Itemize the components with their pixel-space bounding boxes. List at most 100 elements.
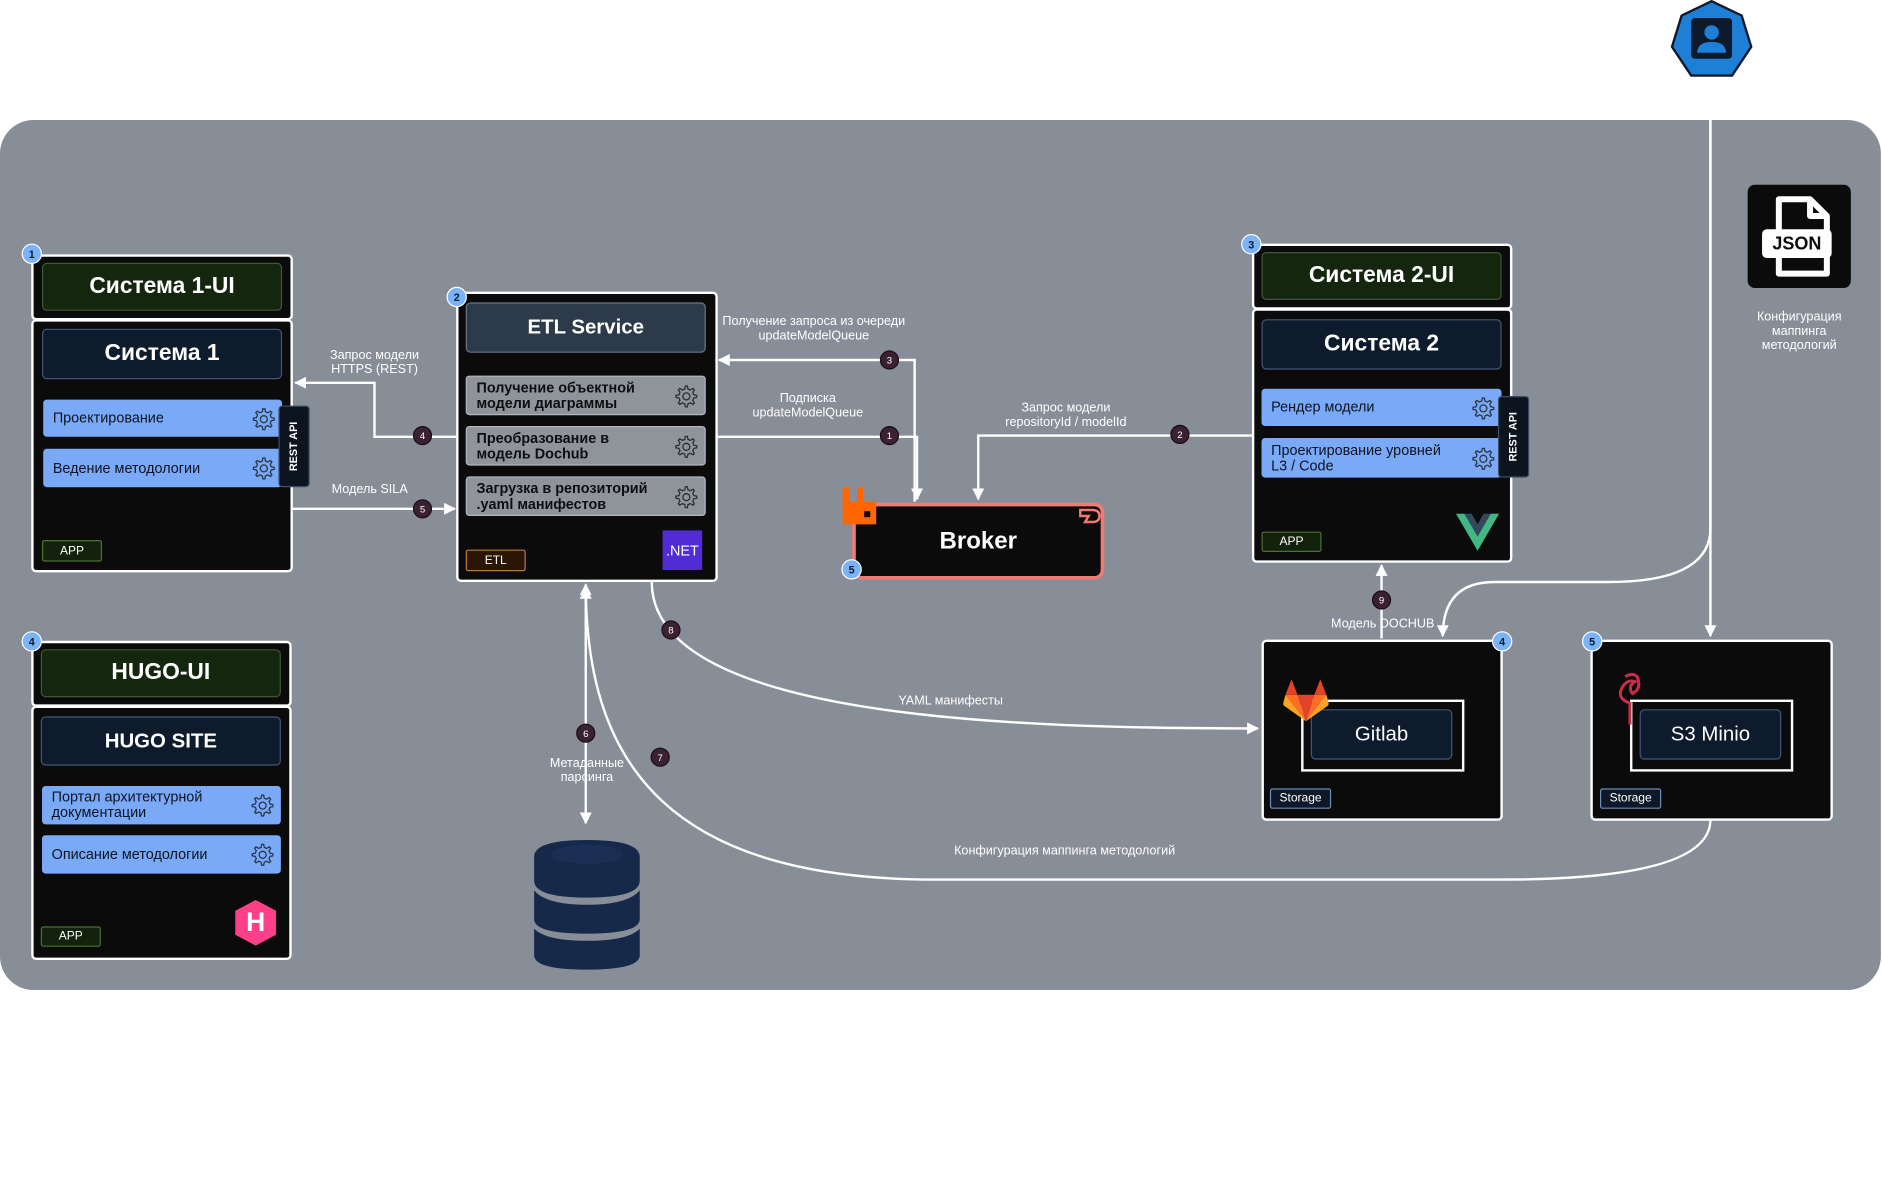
function-label: Портал архитектурной документации bbox=[51, 788, 203, 821]
edge-9-label: Модель DOCHUB bbox=[1331, 616, 1435, 632]
hugo-function-portal[interactable]: Портал архитектурной документации bbox=[42, 786, 281, 825]
step-5-marker: 5 bbox=[412, 499, 433, 519]
system2-function-render[interactable]: Рендер модели bbox=[1261, 388, 1502, 427]
edge-2-label: Запрос модели repositoryId / modelId bbox=[991, 401, 1140, 430]
edge-user-gitlab bbox=[1436, 120, 1712, 638]
system1-badge: 1 bbox=[21, 243, 43, 264]
etl-function-upload[interactable]: Загрузка в репозиторий .yaml манифестов bbox=[465, 476, 706, 516]
function-label: Ведение методологии bbox=[52, 459, 201, 476]
function-label: Проектирование bbox=[52, 409, 164, 427]
step-7-marker: 7 bbox=[650, 747, 670, 767]
step-8-marker: 8 bbox=[661, 620, 681, 640]
dotnet-icon: .NET bbox=[662, 530, 703, 570]
edge-5-label: Модель SILA bbox=[331, 482, 408, 497]
step-9-marker: 9 bbox=[1371, 590, 1392, 610]
gear-icon bbox=[251, 794, 274, 817]
edge-7-label: Конфигурация маппинга методологий bbox=[954, 843, 1176, 859]
edge-2-request bbox=[972, 434, 1254, 501]
system2-function-l3[interactable]: Проектирование уровней L3 / Code bbox=[1261, 438, 1502, 478]
function-label: Преобразование в модель Dochub bbox=[476, 429, 610, 462]
system2-ui-title[interactable]: Система 2-UI bbox=[1261, 252, 1502, 300]
json-caption: Конфигурация маппинга методологий bbox=[1745, 310, 1853, 353]
gear-icon bbox=[675, 384, 698, 407]
gear-icon bbox=[251, 843, 274, 866]
edge-8-label: YAML манифесты bbox=[898, 693, 1003, 708]
system2-title[interactable]: Система 2 bbox=[1261, 319, 1502, 370]
system1-function-design[interactable]: Проектирование bbox=[43, 399, 283, 437]
database-icon bbox=[534, 840, 640, 970]
edge-1-label: Подписка updateModelQueue bbox=[735, 391, 881, 420]
step-6-marker: 6 bbox=[576, 723, 596, 743]
edge-4-label-line: HTTPS (REST) bbox=[331, 362, 418, 377]
step-4-marker: 4 bbox=[412, 426, 433, 446]
minio-title[interactable]: S3 Minio bbox=[1639, 709, 1782, 760]
system1-ui-title[interactable]: Система 1-UI bbox=[42, 262, 283, 311]
hugo-app-tag: APP bbox=[40, 926, 101, 947]
broker-box[interactable]: Broker bbox=[852, 502, 1105, 580]
etl-function-get-model[interactable]: Получение объектной модели диаграммы bbox=[465, 375, 706, 416]
user-icon bbox=[1670, 0, 1753, 77]
vue-icon bbox=[1455, 513, 1500, 551]
function-label: Рендер модели bbox=[1271, 398, 1375, 416]
hugo-badge: 4 bbox=[21, 631, 43, 652]
gear-icon bbox=[252, 457, 275, 480]
edge-6-label-line: Метаданные bbox=[549, 756, 625, 771]
edge-3-label: Получение запроса из очереди updateModel… bbox=[715, 314, 912, 343]
step-3-marker: 3 bbox=[879, 350, 900, 370]
json-caption-line: методологий bbox=[1761, 338, 1837, 353]
gitlab-title[interactable]: Gitlab bbox=[1310, 709, 1453, 760]
json-icon-label: JSON bbox=[1772, 233, 1822, 254]
hugo-function-methodology[interactable]: Описание методологии bbox=[42, 835, 281, 874]
step-1-marker: 1 bbox=[879, 426, 900, 446]
edge-6-label: Метаданные парсинга bbox=[531, 756, 644, 785]
hugo-logo-letter: H bbox=[246, 907, 266, 938]
minio-icon bbox=[1618, 672, 1641, 725]
hugo-site-title[interactable]: HUGO SITE bbox=[40, 716, 281, 766]
gear-icon bbox=[1472, 447, 1495, 470]
edge-2-label-line: repositoryId / modelId bbox=[1005, 415, 1127, 430]
kafka-icon bbox=[1079, 508, 1101, 524]
system1-function-methodology[interactable]: Ведение методологии bbox=[43, 448, 283, 488]
system2-rest-api[interactable]: REST API bbox=[1497, 396, 1530, 478]
function-label: Получение объектной модели диаграммы bbox=[476, 378, 635, 412]
gear-icon bbox=[675, 435, 698, 458]
rest-api-label: REST API bbox=[288, 421, 301, 472]
edge-4-label: Запрос модели HTTPS (REST) bbox=[300, 348, 449, 377]
edge-3-label-line: Получение запроса из очереди bbox=[722, 314, 906, 329]
function-label: Загрузка в репозиторий .yaml манифестов bbox=[476, 479, 648, 512]
edge-3-label-line: updateModelQueue bbox=[758, 328, 870, 344]
gear-icon bbox=[675, 485, 698, 508]
step-2-marker: 2 bbox=[1170, 424, 1190, 445]
function-label: Описание методологии bbox=[51, 845, 208, 863]
function-label: Проектирование уровней L3 / Code bbox=[1271, 441, 1441, 474]
json-file-icon: JSON bbox=[1747, 184, 1851, 288]
etl-tag: ETL bbox=[465, 549, 526, 572]
system1-title[interactable]: Система 1 bbox=[42, 328, 283, 380]
etl-title[interactable]: ETL Service bbox=[465, 302, 706, 353]
system2-badge: 3 bbox=[1241, 234, 1262, 255]
edge-4-label-line: Запрос модели bbox=[329, 348, 419, 363]
edge-4-request bbox=[294, 376, 457, 439]
hugo-icon: H bbox=[233, 899, 279, 947]
gear-icon bbox=[1472, 396, 1495, 419]
system1-app-tag: APP bbox=[42, 540, 103, 562]
edge-3-get bbox=[717, 354, 916, 502]
edge-1-label-line: Подписка bbox=[779, 391, 836, 406]
broker-badge: 5 bbox=[841, 559, 862, 580]
minio-badge: 5 bbox=[1581, 631, 1603, 652]
etl-function-transform[interactable]: Преобразование в модель Dochub bbox=[465, 426, 706, 466]
edge-6-label-line: парсинга bbox=[560, 770, 614, 785]
rest-api-label: REST API bbox=[1507, 412, 1520, 462]
gitlab-icon bbox=[1283, 679, 1329, 722]
hugo-ui-title[interactable]: HUGO-UI bbox=[40, 649, 281, 698]
edge-7-config bbox=[579, 583, 1712, 881]
edge-1-subscribe bbox=[716, 435, 924, 501]
gear-icon bbox=[252, 407, 275, 430]
gitlab-storage-tag: Storage bbox=[1269, 788, 1332, 809]
etl-badge: 2 bbox=[446, 286, 467, 308]
rabbitmq-icon bbox=[842, 487, 877, 525]
system2-app-tag: APP bbox=[1261, 531, 1322, 552]
gitlab-frame bbox=[1301, 699, 1465, 772]
minio-storage-tag: Storage bbox=[1599, 788, 1662, 809]
system1-rest-api[interactable]: REST API bbox=[278, 405, 310, 488]
